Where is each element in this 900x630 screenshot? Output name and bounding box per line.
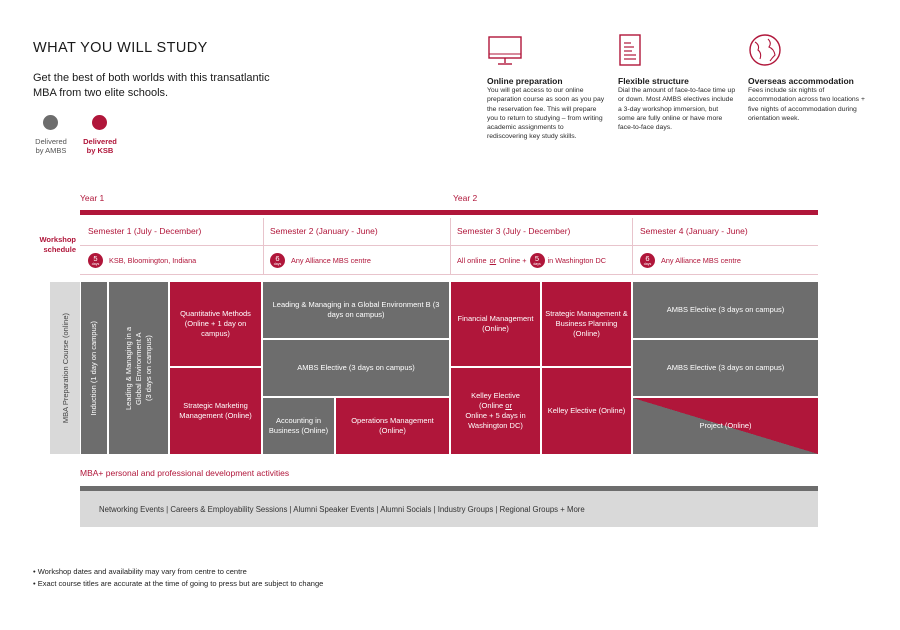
project-block: Project (Online) [633, 398, 818, 454]
semester-divider [263, 218, 264, 274]
kelley-elective-2-block: Kelley Elective (Online) [542, 368, 631, 454]
page-subtitle: Get the best of both worlds with this tr… [33, 72, 270, 99]
semester-divider [450, 218, 451, 274]
legend-ambs-dot [43, 115, 58, 130]
legend-ambs-label: Delivered by AMBS [35, 137, 67, 155]
accounting-block: Accounting in Business (Online) [263, 398, 334, 454]
semester-1-label: Semester 1 (July - December) [88, 226, 202, 236]
lmgb-block: Leading & Managing in a Global Environme… [263, 282, 449, 338]
row-divider [80, 274, 818, 275]
kelley-elective-1-block: Kelley Elective (Online or Online + 5 da… [451, 368, 540, 454]
lmga-block: Leading & Managing in a Global Environme… [109, 282, 168, 454]
semester-3-label: Semester 3 (July - December) [457, 226, 571, 236]
legend-ksb-label: Delivered by KSB [83, 137, 117, 155]
year-bar [80, 210, 818, 215]
quant-methods-block: Quantitative Methods (Online + 1 day on … [170, 282, 261, 366]
feature-online-preparation: Online preparation You will get access t… [487, 76, 605, 141]
monitor-icon [488, 36, 522, 65]
mba-plus-title: MBA+ personal and professional developme… [80, 468, 290, 478]
ambs-elective-s4a-block: AMBS Elective (3 days on campus) [633, 282, 818, 338]
feature-overseas-accommodation: Overseas accommodation Fees include six … [748, 76, 865, 122]
feature-flexible-structure: Flexible structure Dial the amount of fa… [618, 76, 736, 132]
page-title: WHAT YOU WILL STUDY [33, 40, 208, 56]
footnote: • Workshop dates and availability may va… [33, 567, 247, 576]
semester-4-label: Semester 4 (January - June) [640, 226, 748, 236]
globe-icon [749, 34, 781, 66]
semester-2-label: Semester 2 (January - June) [270, 226, 378, 236]
operations-block: Operations Management (Online) [336, 398, 449, 454]
legend-ksb-dot [92, 115, 107, 130]
strategic-management-block: Strategic Management & Business Planning… [542, 282, 631, 366]
financial-management-block: Financial Management (Online) [451, 282, 540, 366]
workshop-schedule-label: Workshop schedule [39, 235, 76, 254]
ambs-elective-s2-block: AMBS Elective (3 days on campus) [263, 340, 449, 396]
mba-plus-bar [80, 486, 818, 491]
prep-course-column: MBA Preparation Course (online) [50, 282, 80, 454]
semester-divider [632, 218, 633, 274]
year-1-label: Year 1 [80, 193, 105, 203]
footnote: • Exact course titles are accurate at th… [33, 579, 324, 588]
calendar-list-icon [619, 34, 641, 66]
induction-block: Induction (1 day on campus) [81, 282, 107, 454]
year-2-label: Year 2 [453, 193, 478, 203]
row-divider [80, 245, 818, 246]
strategic-marketing-block: Strategic Marketing Management (Online) [170, 368, 261, 454]
mba-plus-activities: Networking Events | Careers & Employabil… [80, 491, 818, 527]
ambs-elective-s4b-block: AMBS Elective (3 days on campus) [633, 340, 818, 396]
